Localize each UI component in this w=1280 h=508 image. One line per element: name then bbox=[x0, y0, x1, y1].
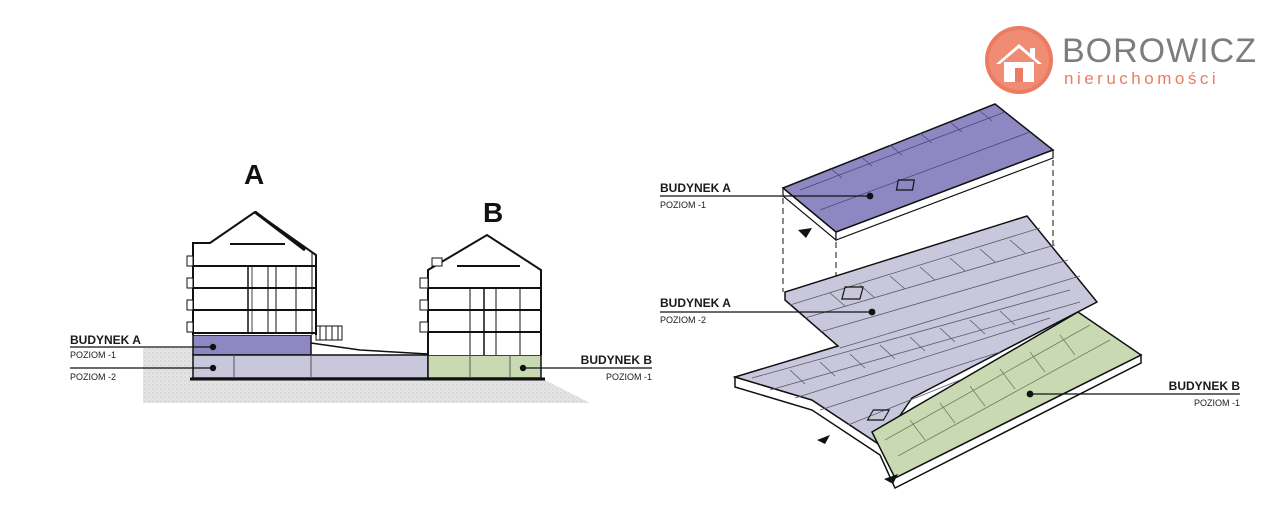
axon-callout-a-minus1: BUDYNEK A POZIOM -1 bbox=[660, 181, 874, 210]
section-label-a-minus2-level: POZIOM -2 bbox=[70, 372, 116, 382]
company-logo[interactable]: BOROWICZ nieruchomości bbox=[985, 26, 1257, 94]
axon-label-b-minus1-level: POZIOM -1 bbox=[1194, 398, 1240, 408]
axon-a-level-minus1 bbox=[781, 103, 1055, 233]
section-callout-b-minus1: BUDYNEK B POZIOM -1 bbox=[519, 353, 653, 382]
entrance-arrow-icon bbox=[798, 228, 812, 238]
section-label-a-minus1-title: BUDYNEK A bbox=[70, 333, 141, 347]
entrance-arrow-icon bbox=[884, 474, 898, 484]
axon-label-a-minus1-level: POZIOM -1 bbox=[660, 200, 706, 210]
ground-hatch bbox=[143, 348, 590, 403]
section-drawing: A B BUDYNEK A POZIOM -1 bbox=[70, 159, 652, 403]
axon-label-b-minus1-title: BUDYNEK B bbox=[1169, 379, 1241, 393]
axon-callout-b-minus1: BUDYNEK B POZIOM -1 bbox=[1026, 379, 1241, 408]
axon-label-a-minus2-level: POZIOM -2 bbox=[660, 315, 706, 325]
axon-upper-level bbox=[781, 103, 1055, 242]
section-label-b-minus1-level: POZIOM -1 bbox=[606, 372, 652, 382]
axon-a-level-minus2 bbox=[732, 215, 1099, 447]
section-callout-a-minus1: BUDYNEK A POZIOM -1 bbox=[70, 333, 217, 360]
entrance-arrow-icon bbox=[817, 435, 830, 444]
axonometric-drawing: BUDYNEK A POZIOM -1 BUDYNEK A POZIOM -2 … bbox=[660, 103, 1241, 490]
axon-lower-level bbox=[732, 215, 1143, 490]
axon-label-a-minus2-title: BUDYNEK A bbox=[660, 296, 731, 310]
building-b-letter: B bbox=[483, 197, 503, 228]
axon-label-a-minus1-title: BUDYNEK A bbox=[660, 181, 731, 195]
building-a-section bbox=[186, 210, 317, 335]
section-label-b-minus1-title: BUDYNEK B bbox=[581, 353, 653, 367]
section-callout-a-minus2: POZIOM -2 bbox=[70, 364, 217, 382]
axon-callout-a-minus2: BUDYNEK A POZIOM -2 bbox=[660, 296, 876, 325]
section-label-a-minus1-level: POZIOM -1 bbox=[70, 350, 116, 360]
house-icon bbox=[996, 44, 1042, 82]
building-a-letter: A bbox=[244, 159, 264, 190]
logo-name: BOROWICZ bbox=[1062, 32, 1257, 70]
logo-tagline: nieruchomości bbox=[1064, 69, 1219, 88]
building-b-section bbox=[419, 233, 542, 355]
